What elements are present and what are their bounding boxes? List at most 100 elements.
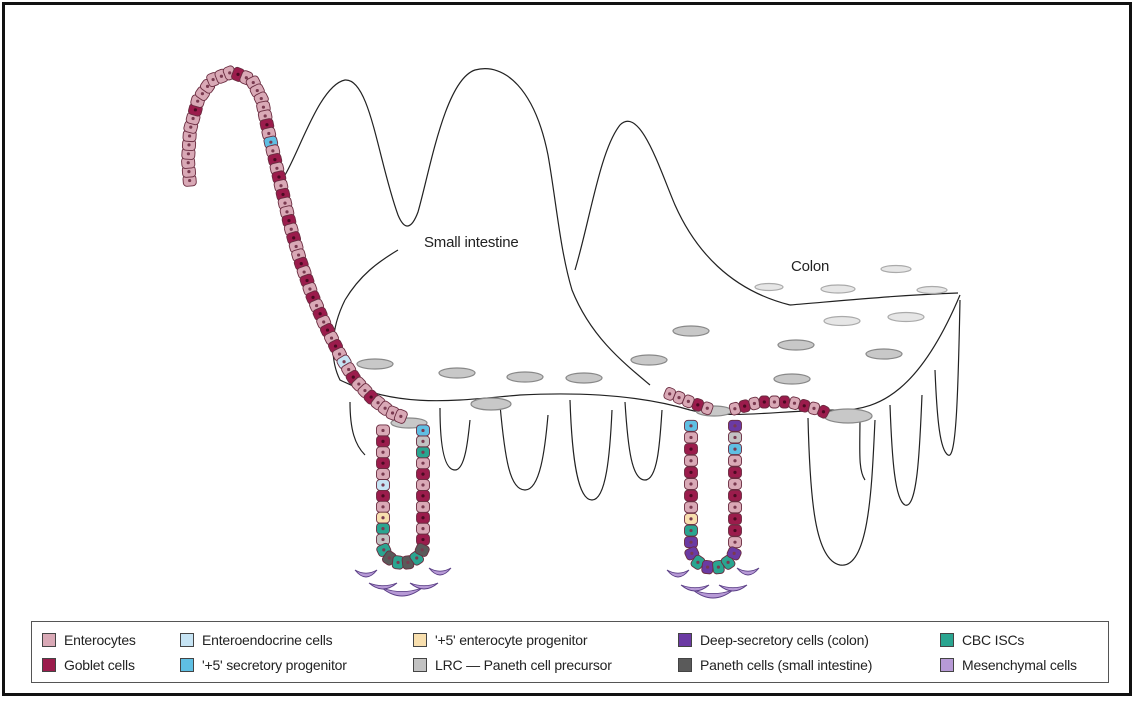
cell-nucleus	[803, 404, 806, 407]
legend-label: Deep-secretory cells (colon)	[700, 632, 869, 648]
villus-outline	[575, 121, 790, 305]
legend-item-deep-secretory: Deep-secretory cells (colon)	[678, 631, 869, 649]
villus-outline	[345, 250, 398, 300]
cell-nucleus	[388, 556, 391, 559]
cell-nucleus	[421, 440, 424, 443]
cell-nucleus	[822, 410, 825, 413]
cell-nucleus	[187, 161, 190, 164]
legend-label: '+5' enterocyte progenitor	[435, 632, 587, 648]
cell-nucleus	[273, 158, 276, 161]
cell-nucleus	[187, 170, 190, 173]
crypt-opening	[888, 313, 924, 322]
cell-nucleus	[381, 516, 384, 519]
cell-nucleus	[191, 117, 194, 120]
cell-nucleus	[311, 296, 314, 299]
cell-nucleus	[381, 494, 384, 497]
cell-nucleus	[381, 429, 384, 432]
cell-nucleus	[727, 561, 730, 564]
cell-nucleus	[689, 529, 692, 532]
cell-nucleus	[271, 149, 274, 152]
cell-nucleus	[384, 407, 387, 410]
crypt-opening	[778, 340, 814, 350]
crypt-opening	[673, 326, 709, 336]
legend-swatch	[413, 633, 427, 647]
cell-nucleus	[733, 506, 736, 509]
cell-nucleus	[281, 193, 284, 196]
cell-nucleus	[421, 505, 424, 508]
cell-nucleus	[285, 210, 288, 213]
cell-nucleus	[381, 462, 384, 465]
legend: Enterocytes Goblet cells Enteroendocrine…	[31, 621, 1109, 683]
cell-nucleus	[421, 494, 424, 497]
crypt-outline	[860, 415, 865, 480]
cell-nucleus	[396, 561, 399, 564]
cell-nucleus	[381, 451, 384, 454]
cell-nucleus	[421, 527, 424, 530]
cell-nucleus	[381, 527, 384, 530]
cell-nucleus	[773, 400, 776, 403]
crypt-opening	[507, 372, 543, 382]
cell-nucleus	[381, 505, 384, 508]
cell-nucleus	[421, 429, 424, 432]
crypt-opening	[774, 374, 810, 384]
cell-nucleus	[421, 516, 424, 519]
cell-nucleus	[406, 561, 409, 564]
cell-nucleus	[357, 382, 360, 385]
cell-nucleus	[706, 566, 709, 569]
legend-item-goblet-cells: Goblet cells	[42, 656, 135, 674]
mesenchymal-cell	[681, 585, 709, 591]
mesenchymal-cell	[369, 583, 397, 589]
cell-nucleus	[236, 73, 239, 76]
legend-label: LRC — Paneth cell precursor	[435, 657, 612, 673]
mesenchymal-cell	[410, 583, 438, 589]
cell-nucleus	[275, 167, 278, 170]
cell-nucleus	[326, 328, 329, 331]
cell-nucleus	[421, 483, 424, 486]
cell-nucleus	[421, 538, 424, 541]
legend-label: Enterocytes	[64, 632, 136, 648]
legend-item-enteroendocrine: Enteroendocrine cells	[180, 631, 332, 649]
crypt-opening	[755, 284, 783, 291]
mesenchymal-cell	[355, 570, 377, 577]
legend-item-lrc-paneth-precursor: LRC — Paneth cell precursor	[413, 656, 612, 674]
cell-nucleus	[689, 471, 692, 474]
crypt-outline	[625, 402, 662, 480]
cell-nucleus	[201, 92, 204, 95]
cell-nucleus	[220, 75, 223, 78]
cell-nucleus	[733, 482, 736, 485]
cell-nucleus	[696, 561, 699, 564]
cell-nucleus	[689, 424, 692, 427]
cell-nucleus	[279, 184, 282, 187]
cell-nucleus	[265, 123, 268, 126]
cell-nucleus	[277, 175, 280, 178]
cell-nucleus	[363, 389, 366, 392]
crypt-opening	[917, 287, 947, 294]
legend-swatch	[940, 633, 954, 647]
legend-label: Paneth cells (small intestine)	[700, 657, 872, 673]
cell-nucleus	[381, 483, 384, 486]
cell-nucleus	[753, 402, 756, 405]
cell-nucleus	[319, 312, 322, 315]
cell-nucleus	[376, 401, 379, 404]
legend-swatch	[413, 658, 427, 672]
cell-nucleus	[342, 360, 345, 363]
cell-nucleus	[689, 459, 692, 462]
cell-nucleus	[381, 538, 384, 541]
cell-nucleus	[269, 141, 272, 144]
cell-nucleus	[733, 424, 736, 427]
crypt-opening	[439, 368, 475, 378]
surface-outline	[790, 293, 958, 305]
cell-nucleus	[733, 407, 736, 410]
cell-nucleus	[689, 506, 692, 509]
legend-item-enterocytes: Enterocytes	[42, 631, 136, 649]
cell-nucleus	[264, 114, 267, 117]
cell-nucleus	[315, 304, 318, 307]
cell-nucleus	[187, 143, 190, 146]
cell-nucleus	[196, 100, 199, 103]
mesenchymal-cell	[693, 590, 733, 598]
cell-nucleus	[689, 541, 692, 544]
legend-item-mesenchymal: Mesenchymal cells	[940, 656, 1077, 674]
cell-nucleus	[793, 402, 796, 405]
cell-nucleus	[733, 517, 736, 520]
